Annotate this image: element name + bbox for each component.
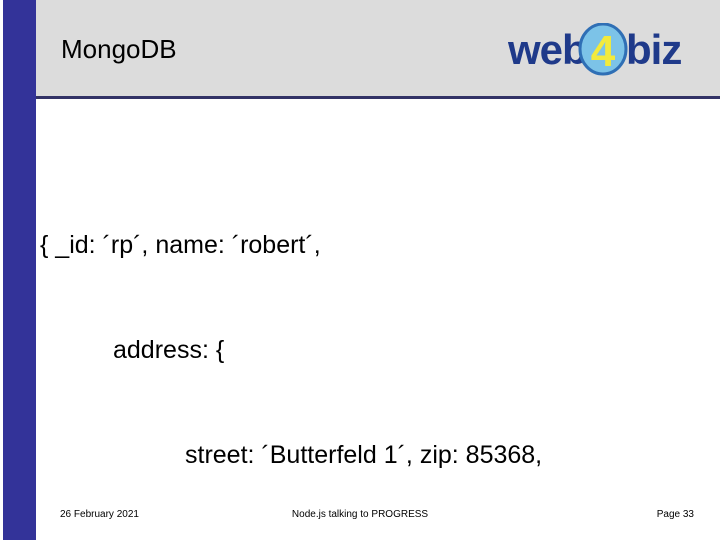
web4biz-logo: web 4 biz xyxy=(508,23,694,77)
logo-badge-digit: 4 xyxy=(591,27,616,76)
footer-page-number: Page 33 xyxy=(656,509,694,520)
svg-text:web: web xyxy=(508,26,587,73)
logo-word-right-biz: biz xyxy=(626,26,682,73)
left-accent-stripe xyxy=(3,0,36,540)
code-line: { _id: ´rp´, name: ´robert´, xyxy=(40,231,321,259)
footer-date: 26 February 2021 xyxy=(60,509,139,520)
svg-text:biz: biz xyxy=(626,26,681,73)
logo-badge-circle xyxy=(578,23,628,76)
logo-word-left-web: web xyxy=(508,26,588,73)
footer-deck-title: Node.js talking to PROGRESS xyxy=(291,509,429,520)
header-divider-rule xyxy=(36,96,720,99)
slide-footer: 26 February 2021 Node.js talking to PROG… xyxy=(0,505,720,533)
code-line: address: { xyxy=(113,336,225,364)
page-title: MongoDB xyxy=(61,34,177,64)
json-document-body: { _id: ´rp´, name: ´robert´, address: { … xyxy=(40,158,700,540)
code-line: street: ´Butterfeld 1´, zip: 85368, xyxy=(185,441,543,469)
